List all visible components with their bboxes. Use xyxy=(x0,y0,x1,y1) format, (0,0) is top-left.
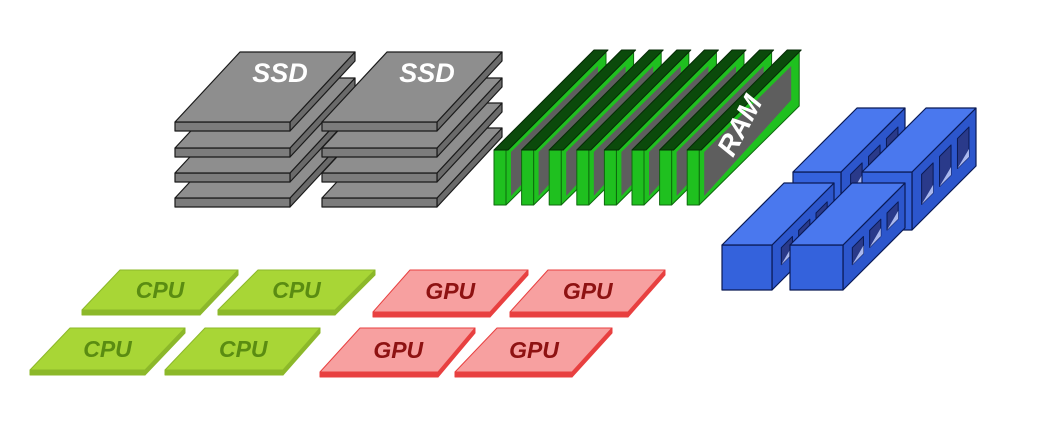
cpu-chip: CPU xyxy=(29,327,186,376)
ram-module-front xyxy=(686,149,700,206)
ssd-stack: SSD xyxy=(174,51,356,208)
ram-module-top xyxy=(576,49,692,151)
ssd-plate xyxy=(321,51,503,132)
blue-box xyxy=(789,182,906,291)
cpu-chip: CPU xyxy=(217,269,376,316)
cpu-chip-label: CPU xyxy=(219,336,269,362)
ram-module-front xyxy=(548,149,562,206)
ram-module-top xyxy=(631,49,747,151)
cpu-chip-label: CPU xyxy=(83,336,133,362)
cpu-chip-label: CPU xyxy=(272,277,322,303)
ram-module-top xyxy=(659,49,775,151)
ram-module-top xyxy=(686,49,802,151)
ram-module-top xyxy=(548,49,664,151)
ram-module-top xyxy=(521,49,637,151)
cpu-chip-top xyxy=(81,269,239,311)
gpu-chip-label: GPU xyxy=(563,278,614,304)
cpu-chip-edge xyxy=(217,309,336,316)
cpu-chip-edge xyxy=(29,369,146,376)
gpu-chip-top xyxy=(454,327,613,373)
gpu-chip: GPU xyxy=(454,327,613,378)
ram-module-front xyxy=(493,149,507,206)
gpu-chip: GPU xyxy=(372,269,529,318)
cpu-chip-edge xyxy=(81,309,201,316)
gpu-chip-edge xyxy=(372,311,491,318)
vent-light xyxy=(887,210,899,230)
gpu-chip-label: GPU xyxy=(425,278,476,304)
ram-module-front xyxy=(631,149,645,206)
gpu-chip-edge xyxy=(319,371,439,378)
gpu-chip-edge xyxy=(509,311,629,318)
ssd-plate-front xyxy=(321,121,438,132)
gpu-chip-top xyxy=(319,327,476,373)
cpu-chip-label: CPU xyxy=(136,277,186,303)
cpu-chip: CPU xyxy=(164,327,321,376)
ram-module-top xyxy=(603,49,719,151)
ram-module-top xyxy=(493,49,609,151)
vent-light xyxy=(957,149,969,169)
ram-chip xyxy=(704,66,792,196)
gpu-chip-label: GPU xyxy=(509,337,560,363)
ssd-plate-front xyxy=(174,121,291,132)
gpu-chip-top xyxy=(372,269,529,313)
cpu-chip: CPU xyxy=(81,269,239,316)
blue-box-top xyxy=(792,107,906,173)
cpu-chip-edge xyxy=(164,369,284,376)
vent-light xyxy=(869,228,881,248)
ram-module xyxy=(686,49,802,206)
ssd-plate-front xyxy=(321,147,438,158)
ram-module-front xyxy=(576,149,590,206)
cpu-chip-top xyxy=(29,327,186,371)
vent-light xyxy=(921,184,934,205)
gpu-chip-top xyxy=(509,269,666,313)
cpu-chip-top xyxy=(217,269,376,311)
ssd-plate-top xyxy=(321,51,503,123)
gpu-chip: GPU xyxy=(509,269,666,318)
ssd-plate xyxy=(174,51,356,132)
ram-module-front xyxy=(521,149,535,206)
blue-box-front xyxy=(789,244,844,291)
cpu-chip-top xyxy=(164,327,321,371)
ram-modules: RAM xyxy=(493,49,802,206)
gpu-chip-edge xyxy=(454,371,573,378)
ssd-label: SSD xyxy=(252,58,308,88)
blue-box-top xyxy=(789,182,906,246)
ssd-plate-front xyxy=(174,147,291,158)
gpu-chip-label: GPU xyxy=(373,337,424,363)
ssd-plate-front xyxy=(321,197,438,208)
gpu-chip: GPU xyxy=(319,327,476,378)
vent-light xyxy=(939,166,952,187)
blue-box-front xyxy=(721,244,773,291)
blue-box-top xyxy=(721,182,835,246)
ram-module-front xyxy=(603,149,617,206)
ssd-plate-front xyxy=(174,197,291,208)
vent-light xyxy=(852,245,864,265)
ssd-label: SSD xyxy=(399,58,455,88)
ssd-stack: SSD xyxy=(321,51,503,208)
ssd-plate-top xyxy=(174,51,356,123)
blue-box-top xyxy=(861,107,977,173)
ram-module-front xyxy=(659,149,673,206)
ssd-plate-front xyxy=(174,172,291,183)
ssd-plate-front xyxy=(321,172,438,183)
